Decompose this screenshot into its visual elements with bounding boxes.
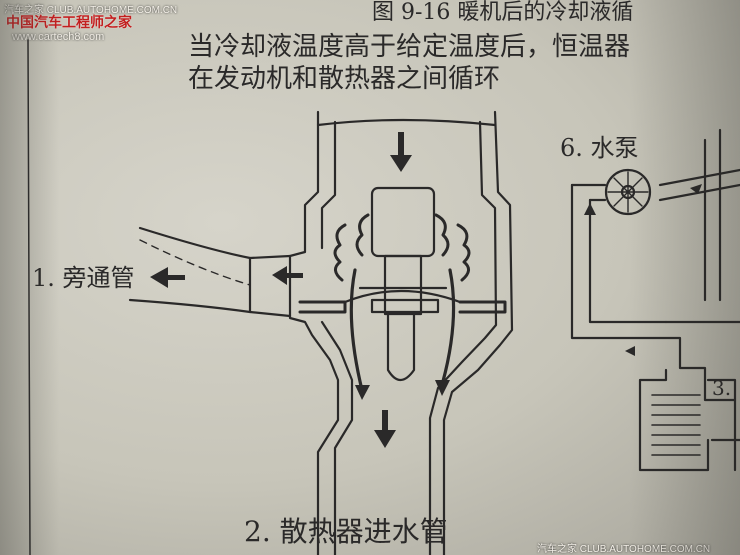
label-partial-3: 3. <box>712 376 732 400</box>
watermark-bottom: 汽车之家 CLUB.AUTOHOME.COM.CN <box>537 544 711 555</box>
label-bypass-pipe: 1. 旁通管 <box>32 264 135 292</box>
body-text-line-1: 当冷却液温度高于给定温度后，恒温器 <box>188 32 631 62</box>
body-text-line-2: 在发动机和散热器之间循环 <box>188 64 501 94</box>
watermark-top-site: 汽车之家 CLUB.AUTOHOME.COM.CN <box>4 5 178 16</box>
housing-outer-left <box>288 110 340 555</box>
watermark-top-url: www.cartech8.com <box>12 31 105 43</box>
label-radiator-inlet: 2. 散热器进水管 <box>244 515 448 548</box>
housing-outer-right <box>442 110 514 555</box>
wax-element <box>370 186 436 258</box>
label-water-pump: 6. 水泵 <box>560 134 639 162</box>
figure-caption: 图 9-16 暖机后的冷却液循 <box>372 0 634 25</box>
watermark-top-brand: 中国汽车工程师之家 <box>6 14 132 30</box>
thermostat-stem <box>383 254 423 316</box>
water-pump-circle <box>604 168 652 216</box>
